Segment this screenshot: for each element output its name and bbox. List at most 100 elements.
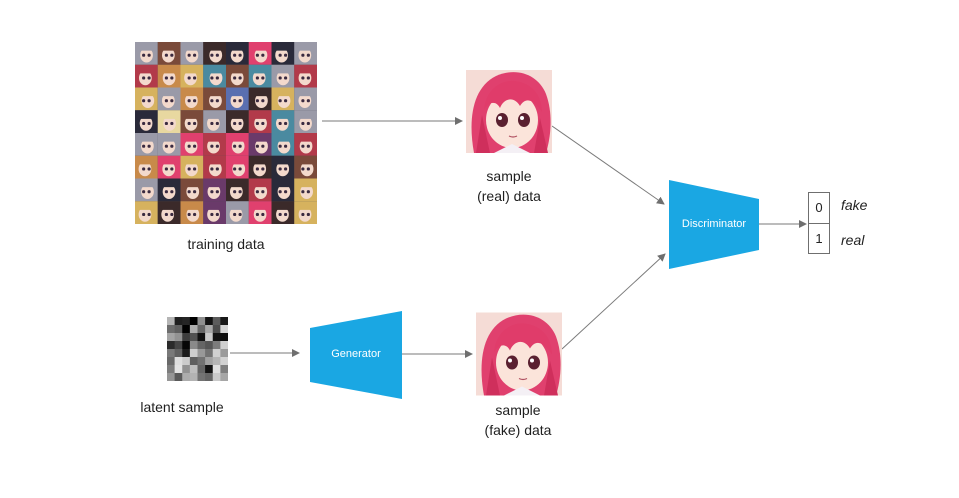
noise-pixel bbox=[197, 341, 206, 350]
noise-pixel bbox=[167, 333, 176, 342]
face-thumbnail bbox=[271, 201, 295, 224]
noise-pixel bbox=[197, 357, 206, 366]
noise-pixel bbox=[205, 373, 214, 381]
face-thumbnail bbox=[135, 64, 158, 88]
face-thumbnail bbox=[271, 110, 295, 133]
noise-pixel bbox=[167, 341, 176, 350]
noise-pixel bbox=[174, 325, 183, 334]
face-thumbnail bbox=[294, 64, 317, 88]
noise-image bbox=[167, 317, 228, 381]
noise-pixel bbox=[205, 357, 214, 366]
noise-pixel bbox=[189, 357, 198, 366]
face-thumbnail bbox=[248, 155, 272, 179]
fake-sample-image bbox=[476, 312, 562, 396]
face-thumbnail bbox=[226, 201, 249, 224]
noise-pixel bbox=[174, 349, 183, 358]
noise-pixel bbox=[220, 357, 228, 366]
face-thumbnail bbox=[226, 42, 249, 65]
noise-pixel bbox=[212, 333, 221, 342]
noise-pixel bbox=[212, 349, 221, 358]
face-thumbnail bbox=[271, 178, 295, 202]
generator-block: Generator bbox=[310, 311, 402, 399]
face-thumbnail bbox=[271, 87, 295, 111]
discriminator-label: Discriminator bbox=[681, 218, 747, 230]
face-thumbnail bbox=[157, 110, 181, 133]
face-thumbnail bbox=[157, 42, 181, 65]
noise-pixel bbox=[182, 341, 191, 350]
face-thumbnail bbox=[248, 87, 272, 111]
noise-pixel bbox=[182, 325, 191, 334]
real-sample-label: sample (real) data bbox=[477, 168, 541, 204]
noise-pixel bbox=[189, 333, 198, 342]
face-thumbnail bbox=[248, 64, 272, 88]
noise-pixel bbox=[167, 373, 176, 381]
face-thumbnail bbox=[226, 87, 249, 111]
face-thumbnail bbox=[135, 110, 158, 133]
noise-pixel bbox=[205, 333, 214, 342]
noise-pixel bbox=[212, 373, 221, 381]
noise-pixel bbox=[197, 365, 206, 374]
face-thumbnail bbox=[203, 87, 226, 111]
face-thumbnail bbox=[135, 87, 158, 111]
face-thumbnail bbox=[135, 201, 158, 224]
noise-pixel bbox=[167, 325, 176, 334]
noise-pixel bbox=[220, 373, 228, 381]
noise-pixel bbox=[220, 333, 228, 342]
face-thumbnail bbox=[180, 87, 204, 111]
face-thumbnail bbox=[157, 64, 181, 88]
noise-pixel bbox=[220, 317, 228, 326]
discriminator-block: Discriminator bbox=[669, 180, 759, 269]
arrow-real-sample-to-discriminator bbox=[551, 125, 665, 205]
anime-face-image bbox=[466, 70, 552, 153]
noise-pixel bbox=[212, 365, 221, 374]
face-thumbnail bbox=[248, 178, 272, 202]
noise-pixel bbox=[205, 341, 214, 350]
anime-face-image bbox=[476, 312, 562, 396]
noise-pixel bbox=[189, 349, 198, 358]
face-thumbnail bbox=[157, 133, 181, 156]
face-thumbnail bbox=[203, 64, 226, 88]
face-thumbnail bbox=[294, 178, 317, 202]
noise-pixel bbox=[182, 349, 191, 358]
noise-pixel bbox=[182, 357, 191, 366]
face-thumbnail bbox=[180, 110, 204, 133]
noise-pixel bbox=[189, 325, 198, 334]
face-thumbnail bbox=[157, 178, 181, 202]
face-thumbnail bbox=[203, 155, 226, 179]
face-thumbnail bbox=[226, 133, 249, 156]
face-thumbnail bbox=[135, 133, 158, 156]
noise-pixel bbox=[212, 357, 221, 366]
face-thumbnail bbox=[180, 42, 204, 65]
training-data-grid bbox=[135, 42, 317, 224]
arrow-fake-sample-to-discriminator bbox=[561, 253, 666, 350]
face-thumbnail bbox=[226, 155, 249, 179]
face-thumbnail bbox=[294, 87, 317, 111]
noise-pixel bbox=[212, 317, 221, 326]
fake-sample-label: sample (fake) data bbox=[484, 402, 552, 438]
latent-sample-label: latent sample bbox=[140, 399, 224, 415]
noise-pixel bbox=[197, 333, 206, 342]
noise-pixel bbox=[197, 325, 206, 334]
face-thumbnail bbox=[135, 155, 158, 179]
face-thumbnail bbox=[203, 42, 226, 65]
face-thumbnail bbox=[203, 110, 226, 133]
noise-pixel bbox=[212, 325, 221, 334]
face-thumbnail bbox=[157, 201, 181, 224]
face-thumbnail bbox=[248, 133, 272, 156]
noise-pixel bbox=[189, 373, 198, 381]
noise-pixel bbox=[212, 341, 221, 350]
latent-sample-image bbox=[167, 317, 228, 381]
face-thumbnail bbox=[271, 133, 295, 156]
noise-pixel bbox=[220, 365, 228, 374]
face-thumbnail bbox=[226, 110, 249, 133]
face-thumbnail bbox=[271, 42, 295, 65]
face-thumbnail bbox=[157, 87, 181, 111]
noise-pixel bbox=[205, 365, 214, 374]
noise-pixel bbox=[174, 341, 183, 350]
output-label-fake: fake bbox=[841, 197, 868, 213]
noise-pixel bbox=[167, 349, 176, 358]
output-vector: 0 1 bbox=[808, 192, 830, 254]
output-cell-real-value: 1 bbox=[815, 231, 823, 246]
face-thumbnail bbox=[203, 201, 226, 224]
noise-pixel bbox=[220, 325, 228, 334]
